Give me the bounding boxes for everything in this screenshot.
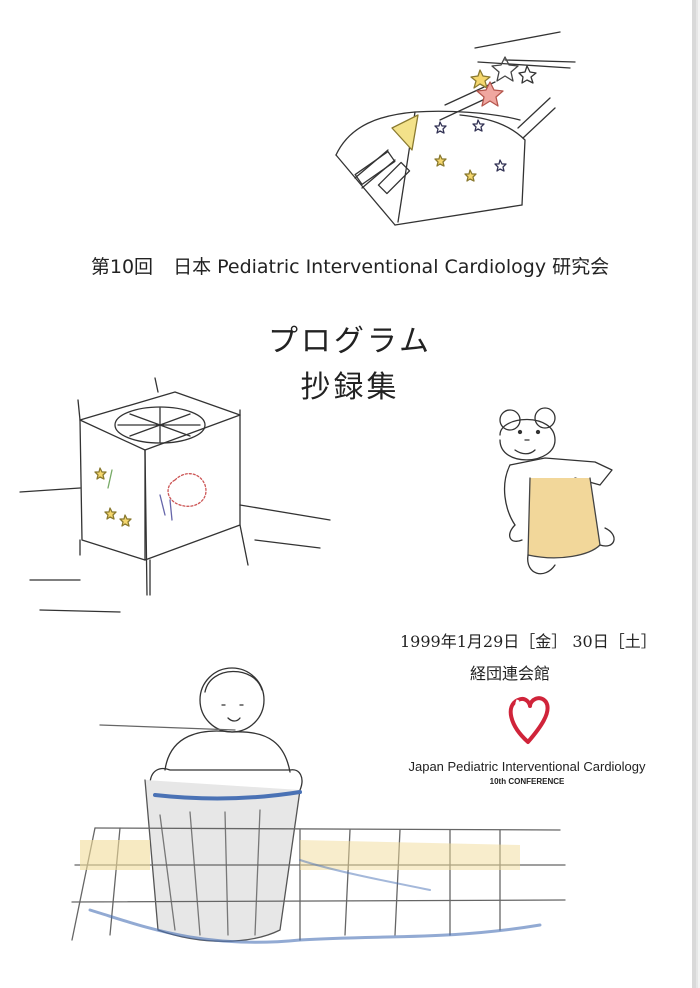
page-edge (692, 0, 696, 988)
event-date: 1999年1月29日［金］ 30日［土］ (400, 632, 657, 651)
top-stars (434, 56, 537, 182)
event-venue: 経団連会館 (470, 664, 551, 683)
logo-conference-subtitle: 10th CONFERENCE (489, 777, 565, 786)
edition-label: 第10回 (90, 256, 154, 278)
conference-heading: 第10回日本 Pediatric Interventional Cardiolo… (0, 252, 696, 279)
stars-lantern-illustration (335, 31, 576, 226)
teddy-bear-illustration (499, 407, 615, 575)
logo-organization-name: Japan Pediatric Interventional Cardiolog… (408, 759, 646, 774)
heart-logo-icon (508, 696, 550, 744)
conference-title: 日本 Pediatric Interventional Cardiology 研… (173, 256, 610, 278)
child-in-bucket-illustration (71, 667, 566, 944)
abstracts-title: 抄録集 (300, 370, 400, 405)
lantern-box-illustration (19, 377, 331, 613)
program-title: プログラム (267, 324, 433, 359)
